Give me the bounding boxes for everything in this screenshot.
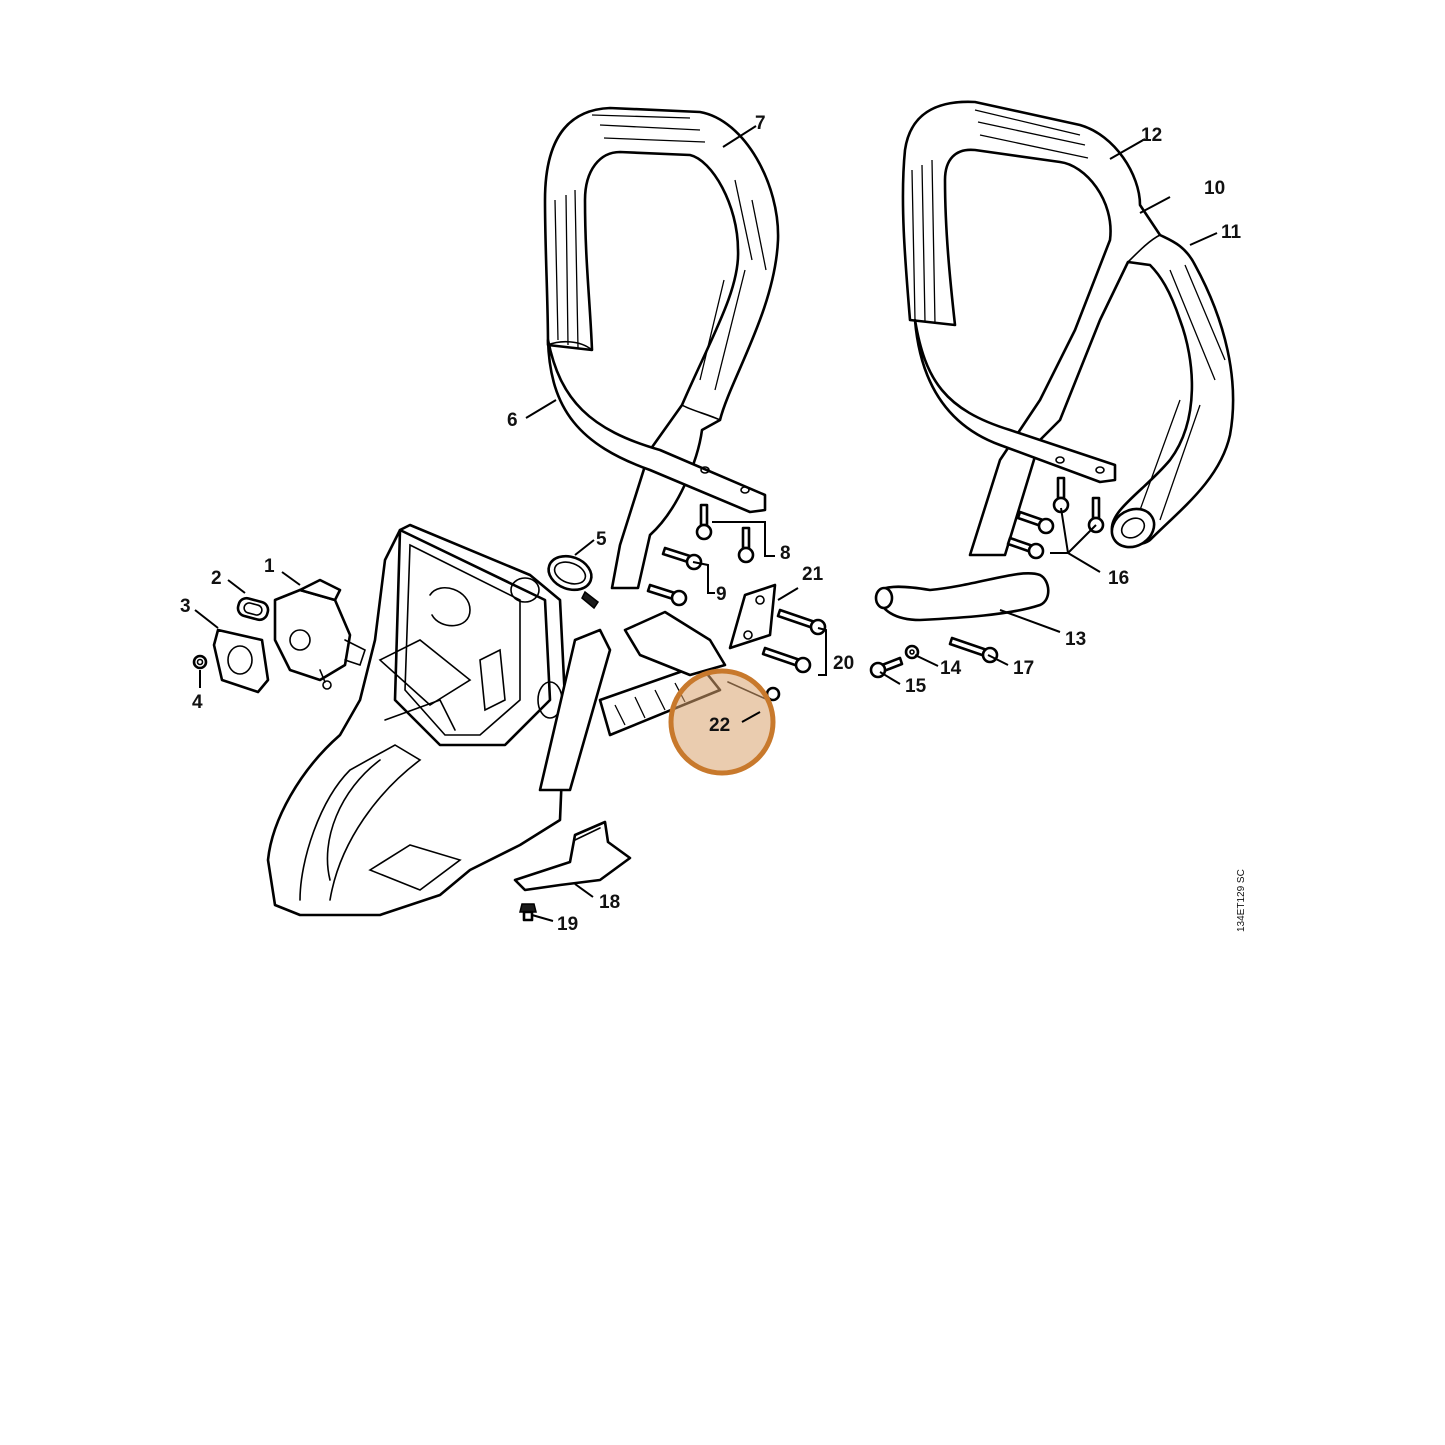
callout-13: 13 [1065, 629, 1086, 650]
screw-9a [661, 546, 703, 571]
screw-9b [646, 583, 688, 607]
screw-15 [869, 656, 904, 679]
housing [266, 523, 567, 917]
bracket [513, 820, 632, 892]
callout-2: 2 [211, 568, 222, 589]
screws [646, 476, 1105, 679]
seal-ring [236, 596, 270, 622]
screw-8b [737, 526, 755, 564]
screw-8a [695, 503, 713, 541]
handlebar-right [901, 100, 1235, 557]
leader-lines [194, 125, 1218, 922]
callout-8: 8 [780, 543, 791, 564]
callout-21: 21 [802, 564, 824, 585]
nut [192, 654, 208, 670]
handle-cover [874, 572, 1050, 622]
callout-4: 4 [192, 692, 203, 713]
screw-17 [948, 636, 999, 664]
callout-22: 22 [709, 715, 730, 736]
highlight-circle[interactable] [668, 668, 776, 776]
carburetor [273, 578, 366, 690]
callout-6: 6 [507, 410, 518, 431]
callout-17: 17 [1013, 658, 1034, 679]
screw-16d [1006, 536, 1045, 560]
callout-5: 5 [596, 529, 607, 550]
callout-14: 14 [940, 658, 962, 679]
callout-16: 16 [1108, 568, 1129, 589]
diagram-code: 134ET129 SC [1236, 869, 1247, 932]
callouts: 1 2 3 4 5 6 7 8 9 10 11 12 13 14 15 16 1… [180, 113, 1242, 935]
av-mount [538, 610, 781, 792]
callout-11: 11 [1221, 222, 1242, 243]
gasket [212, 628, 270, 694]
callout-10: 10 [1204, 178, 1225, 199]
screw-20a [776, 608, 827, 636]
spacer [728, 583, 777, 650]
screw-19 [519, 903, 537, 922]
screw-20b [761, 646, 812, 674]
callout-20: 20 [833, 653, 854, 674]
callout-19: 19 [557, 914, 578, 935]
callout-7: 7 [755, 113, 766, 134]
callout-12: 12 [1141, 125, 1162, 146]
callout-9: 9 [716, 584, 727, 605]
callout-1: 1 [264, 556, 275, 577]
callout-3: 3 [180, 596, 191, 617]
screw-16a [1052, 476, 1070, 514]
callout-18: 18 [599, 892, 620, 913]
callout-15: 15 [905, 676, 927, 697]
hose-clamp [547, 554, 600, 610]
screw-16b [1087, 496, 1105, 534]
handlebar-left [543, 106, 780, 590]
screw-16c [1016, 510, 1055, 535]
